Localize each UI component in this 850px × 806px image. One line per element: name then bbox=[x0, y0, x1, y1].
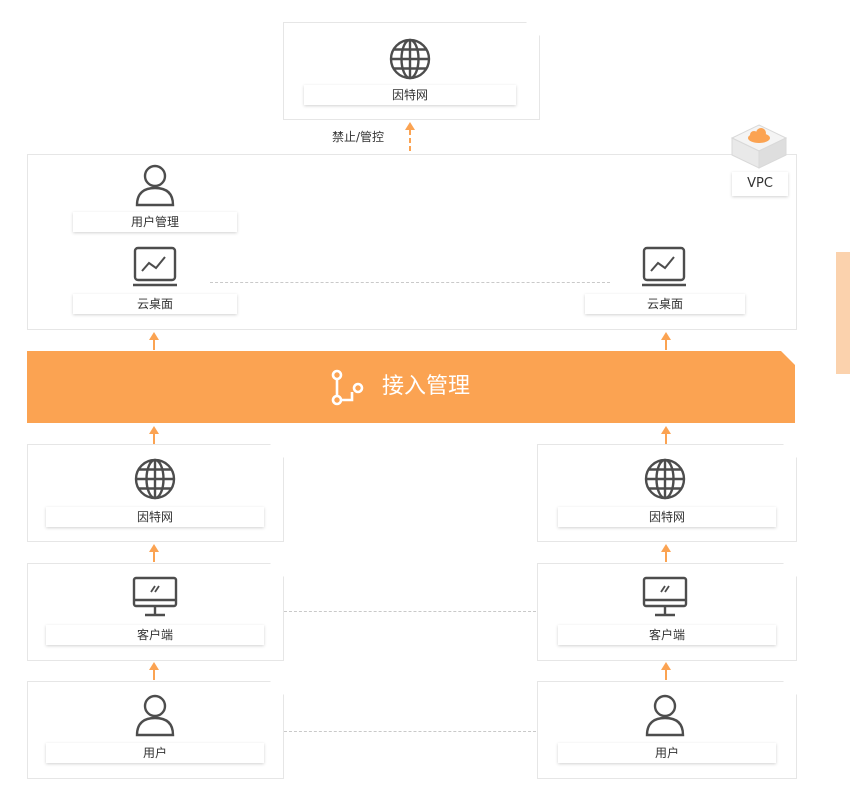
access-band-title: 接入管理 bbox=[382, 374, 471, 399]
user-icon bbox=[132, 162, 178, 208]
cloud-box-icon bbox=[728, 122, 790, 170]
client-connector bbox=[284, 611, 536, 612]
arrow-up-icon bbox=[149, 662, 159, 680]
user-mgmt-label: 用户管理 bbox=[73, 212, 237, 232]
left-client-label: 客户端 bbox=[46, 625, 264, 645]
internet-top-label: 因特网 bbox=[304, 85, 516, 105]
desktop-connector bbox=[210, 282, 610, 283]
desktop-icon bbox=[640, 574, 690, 620]
globe-icon bbox=[132, 456, 178, 502]
left-internet-label: 因特网 bbox=[46, 507, 264, 527]
right-client-label: 客户端 bbox=[558, 625, 776, 645]
monitor-chart-icon bbox=[639, 244, 689, 290]
right-user-label: 用户 bbox=[558, 743, 776, 763]
arrow-up-icon bbox=[661, 426, 671, 444]
desktop-icon bbox=[130, 574, 180, 620]
desktop-left-label: 云桌面 bbox=[73, 294, 237, 314]
left-user-label: 用户 bbox=[46, 743, 264, 763]
right-internet-label: 因特网 bbox=[558, 507, 776, 527]
arrow-up-icon bbox=[149, 544, 159, 562]
globe-icon bbox=[642, 456, 688, 502]
arrow-up-icon bbox=[661, 544, 671, 562]
arrow-up-icon bbox=[405, 122, 415, 152]
arrow-up-icon bbox=[661, 662, 671, 680]
access-band bbox=[27, 351, 795, 423]
vpc-label: VPC bbox=[732, 172, 788, 196]
globe-icon bbox=[387, 36, 433, 82]
monitor-chart-icon bbox=[130, 244, 180, 290]
user-connector bbox=[284, 731, 536, 732]
control-label: 禁止/管控 bbox=[332, 130, 385, 144]
arrow-up-icon bbox=[149, 426, 159, 444]
arrow-up-icon bbox=[149, 332, 159, 350]
user-icon bbox=[642, 692, 688, 738]
branch-icon bbox=[326, 368, 368, 408]
arrow-up-icon bbox=[661, 332, 671, 350]
desktop-right-label: 云桌面 bbox=[585, 294, 745, 314]
side-decoration bbox=[836, 252, 850, 374]
user-icon bbox=[132, 692, 178, 738]
